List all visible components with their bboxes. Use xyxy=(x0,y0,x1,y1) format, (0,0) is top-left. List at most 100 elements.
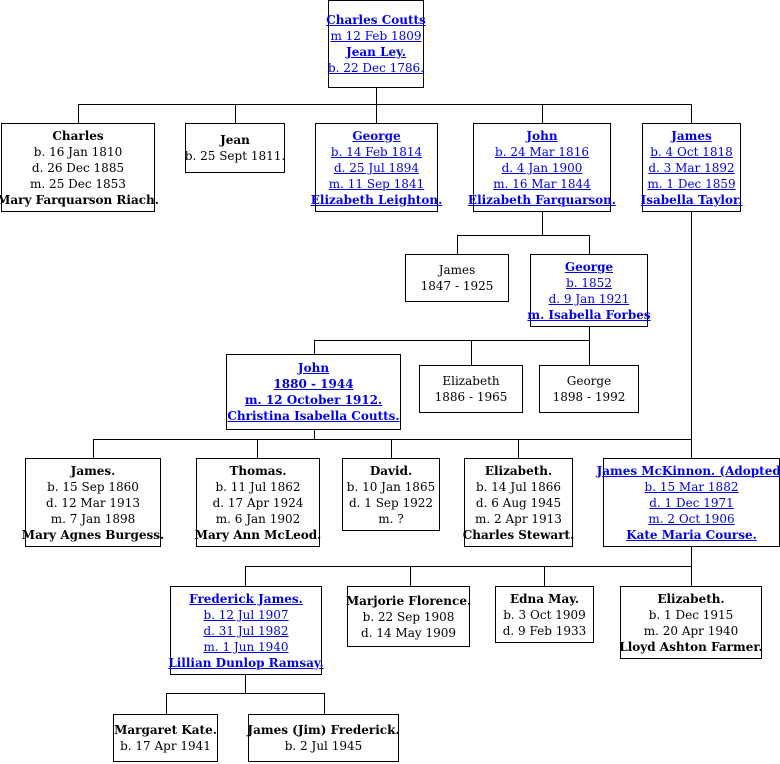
person-line-2[interactable]: b. 24 Mar 1816 xyxy=(495,144,589,159)
person-line-2: b. 3 Oct 1909 xyxy=(503,607,586,622)
person-line-2: b. 25 Sept 1811. xyxy=(184,149,286,163)
person-line-4[interactable]: m. 2 Oct 1906 xyxy=(648,511,735,526)
person-line-4[interactable]: m. 1 Dec 1859 xyxy=(647,176,736,191)
person-line-4: m. 6 Jan 1902 xyxy=(215,511,301,526)
person-line-1: Thomas. xyxy=(229,463,287,478)
person-line-1: Elizabeth. xyxy=(657,591,725,606)
person-line-3[interactable]: d. 3 Mar 1892 xyxy=(648,160,735,175)
person-line-5[interactable]: Kate Maria Course. xyxy=(626,527,757,542)
person-line-4: m. ? xyxy=(378,511,404,526)
person-line-4[interactable]: m. 1 Jun 1940 xyxy=(203,639,289,654)
person-line-1[interactable]: James McKinnon. (Adopted) xyxy=(596,463,780,478)
person-line-3: d. 26 Dec 1885 xyxy=(31,160,125,175)
person-box-john-1880: John 1880 - 1944 m. 12 October 1912. Christ… xyxy=(226,354,401,430)
person-line-2: 1847 - 1925 xyxy=(420,279,494,293)
person-line-2[interactable]: m 12 Feb 1809 xyxy=(330,29,422,43)
person-line-3: d. 12 Mar 1913 xyxy=(46,495,140,510)
person-line-1: David. xyxy=(369,463,413,478)
person-line-3: d. 1 Sep 1922 xyxy=(348,495,434,510)
person-line-1[interactable]: John xyxy=(297,361,330,375)
person-line-4[interactable]: m. 16 Mar 1844 xyxy=(493,176,591,191)
person-line-2[interactable]: b. 1852 xyxy=(566,275,612,290)
person-line-2: b. 11 Jul 1862 xyxy=(215,479,301,494)
person-line-1: Elizabeth xyxy=(442,374,500,388)
person-line-3[interactable]: m. 12 October 1912. xyxy=(244,393,383,407)
person-line-2[interactable]: b. 15 Mar 1882 xyxy=(644,479,739,494)
person-line-4: Lloyd Ashton Farmer. xyxy=(619,639,763,654)
person-line-1[interactable]: George xyxy=(564,259,614,274)
person-line-5: Charles Stewart. xyxy=(462,527,575,542)
person-line-3[interactable]: d. 1 Dec 1971 xyxy=(649,495,734,510)
person-line-1: James. xyxy=(70,463,116,478)
person-box-margaret-kate: Margaret Kate.b. 17 Apr 1941 xyxy=(113,714,218,762)
person-line-2: 1886 - 1965 xyxy=(434,390,508,404)
person-line-5[interactable]: Elizabeth Leighton. xyxy=(310,192,443,207)
person-line-2: b. 16 Jan 1810 xyxy=(33,144,123,159)
person-line-2: b. 15 Sep 1860 xyxy=(47,479,139,494)
person-box-jean: Jean b. 25 Sept 1811. xyxy=(185,123,285,173)
person-line-5[interactable]: Elizabeth Farquarson. xyxy=(467,192,617,207)
person-line-2: b. 2 Jul 1945 xyxy=(284,739,363,753)
person-line-1[interactable]: John xyxy=(526,128,558,143)
person-line-4: m. 2 Apr 1913 xyxy=(475,511,562,526)
person-line-1: Edna May. xyxy=(509,591,580,606)
person-box-james-jim-frederick: James (Jim) Frederick. b. 2 Jul 1945 xyxy=(247,714,400,762)
person-line-3: d. 9 Feb 1933 xyxy=(502,623,587,638)
person-line-3[interactable]: d. 4 Jan 1900 xyxy=(501,160,583,175)
person-line-1: Elizabeth. xyxy=(484,463,553,478)
person-line-2[interactable]: b. 4 Oct 1818 xyxy=(650,144,733,159)
person-box-elizabeth-1886: Elizabeth 1886 - 1965 xyxy=(419,365,523,413)
person-line-4[interactable]: m. Isabella Forbes xyxy=(527,307,651,322)
person-line-3[interactable]: Jean Ley. xyxy=(346,45,406,59)
person-line-1[interactable]: Frederick James. xyxy=(189,591,303,606)
person-line-1: James xyxy=(438,263,476,277)
person-line-1[interactable]: George xyxy=(352,128,401,143)
person-line-2[interactable]: b. 12 Jul 1907 xyxy=(203,607,289,622)
person-line-5[interactable]: Lillian Dunlop Ramsay. xyxy=(168,655,324,670)
person-line-2[interactable]: b. 14 Feb 1814 xyxy=(330,144,423,159)
person-line-3: d. 6 Aug 1945 xyxy=(475,495,562,510)
person-line-1: George xyxy=(566,374,612,388)
person-line-1: Marjorie Florence. xyxy=(345,593,472,608)
person-line-1: Jean xyxy=(220,133,250,147)
person-line-3: d. 17 Apr 1924 xyxy=(212,495,304,510)
person-line-4[interactable]: b. 22 Dec 1786. xyxy=(328,61,425,75)
person-line-1: Charles xyxy=(52,128,104,143)
person-line-2: b. 10 Jan 1865 xyxy=(346,479,436,494)
person-line-4[interactable]: m. 11 Sep 1841 xyxy=(328,176,425,191)
person-line-2: b. 22 Sep 1908 xyxy=(362,609,455,624)
person-line-4[interactable]: Christina Isabella Coutts. xyxy=(227,409,400,423)
person-box-james-1847: James 1847 - 1925 xyxy=(405,254,509,302)
person-line-2[interactable]: 1880 - 1944 xyxy=(273,377,354,391)
person-line-1: Margaret Kate. xyxy=(114,723,217,737)
person-line-1[interactable]: James xyxy=(671,128,712,143)
person-line-3[interactable]: d. 9 Jan 1921 xyxy=(548,291,630,306)
person-line-5[interactable]: Isabella Taylor. xyxy=(640,192,743,207)
person-line-5: Mary Agnes Burgess. xyxy=(21,527,165,542)
person-line-3: d. 14 May 1909 xyxy=(361,625,456,640)
person-line-1[interactable]: Charles Coutts xyxy=(326,13,426,27)
person-line-3: m. 20 Apr 1940 xyxy=(643,623,739,638)
person-line-1: James (Jim) Frederick. xyxy=(247,723,400,737)
person-line-3[interactable]: d. 31 Jul 1982 xyxy=(203,623,289,638)
person-line-5: Mary Farquarson Riach. xyxy=(0,192,159,207)
person-line-3[interactable]: d. 25 Jul 1894 xyxy=(333,160,420,175)
person-line-4: m. 25 Dec 1853 xyxy=(30,176,126,191)
